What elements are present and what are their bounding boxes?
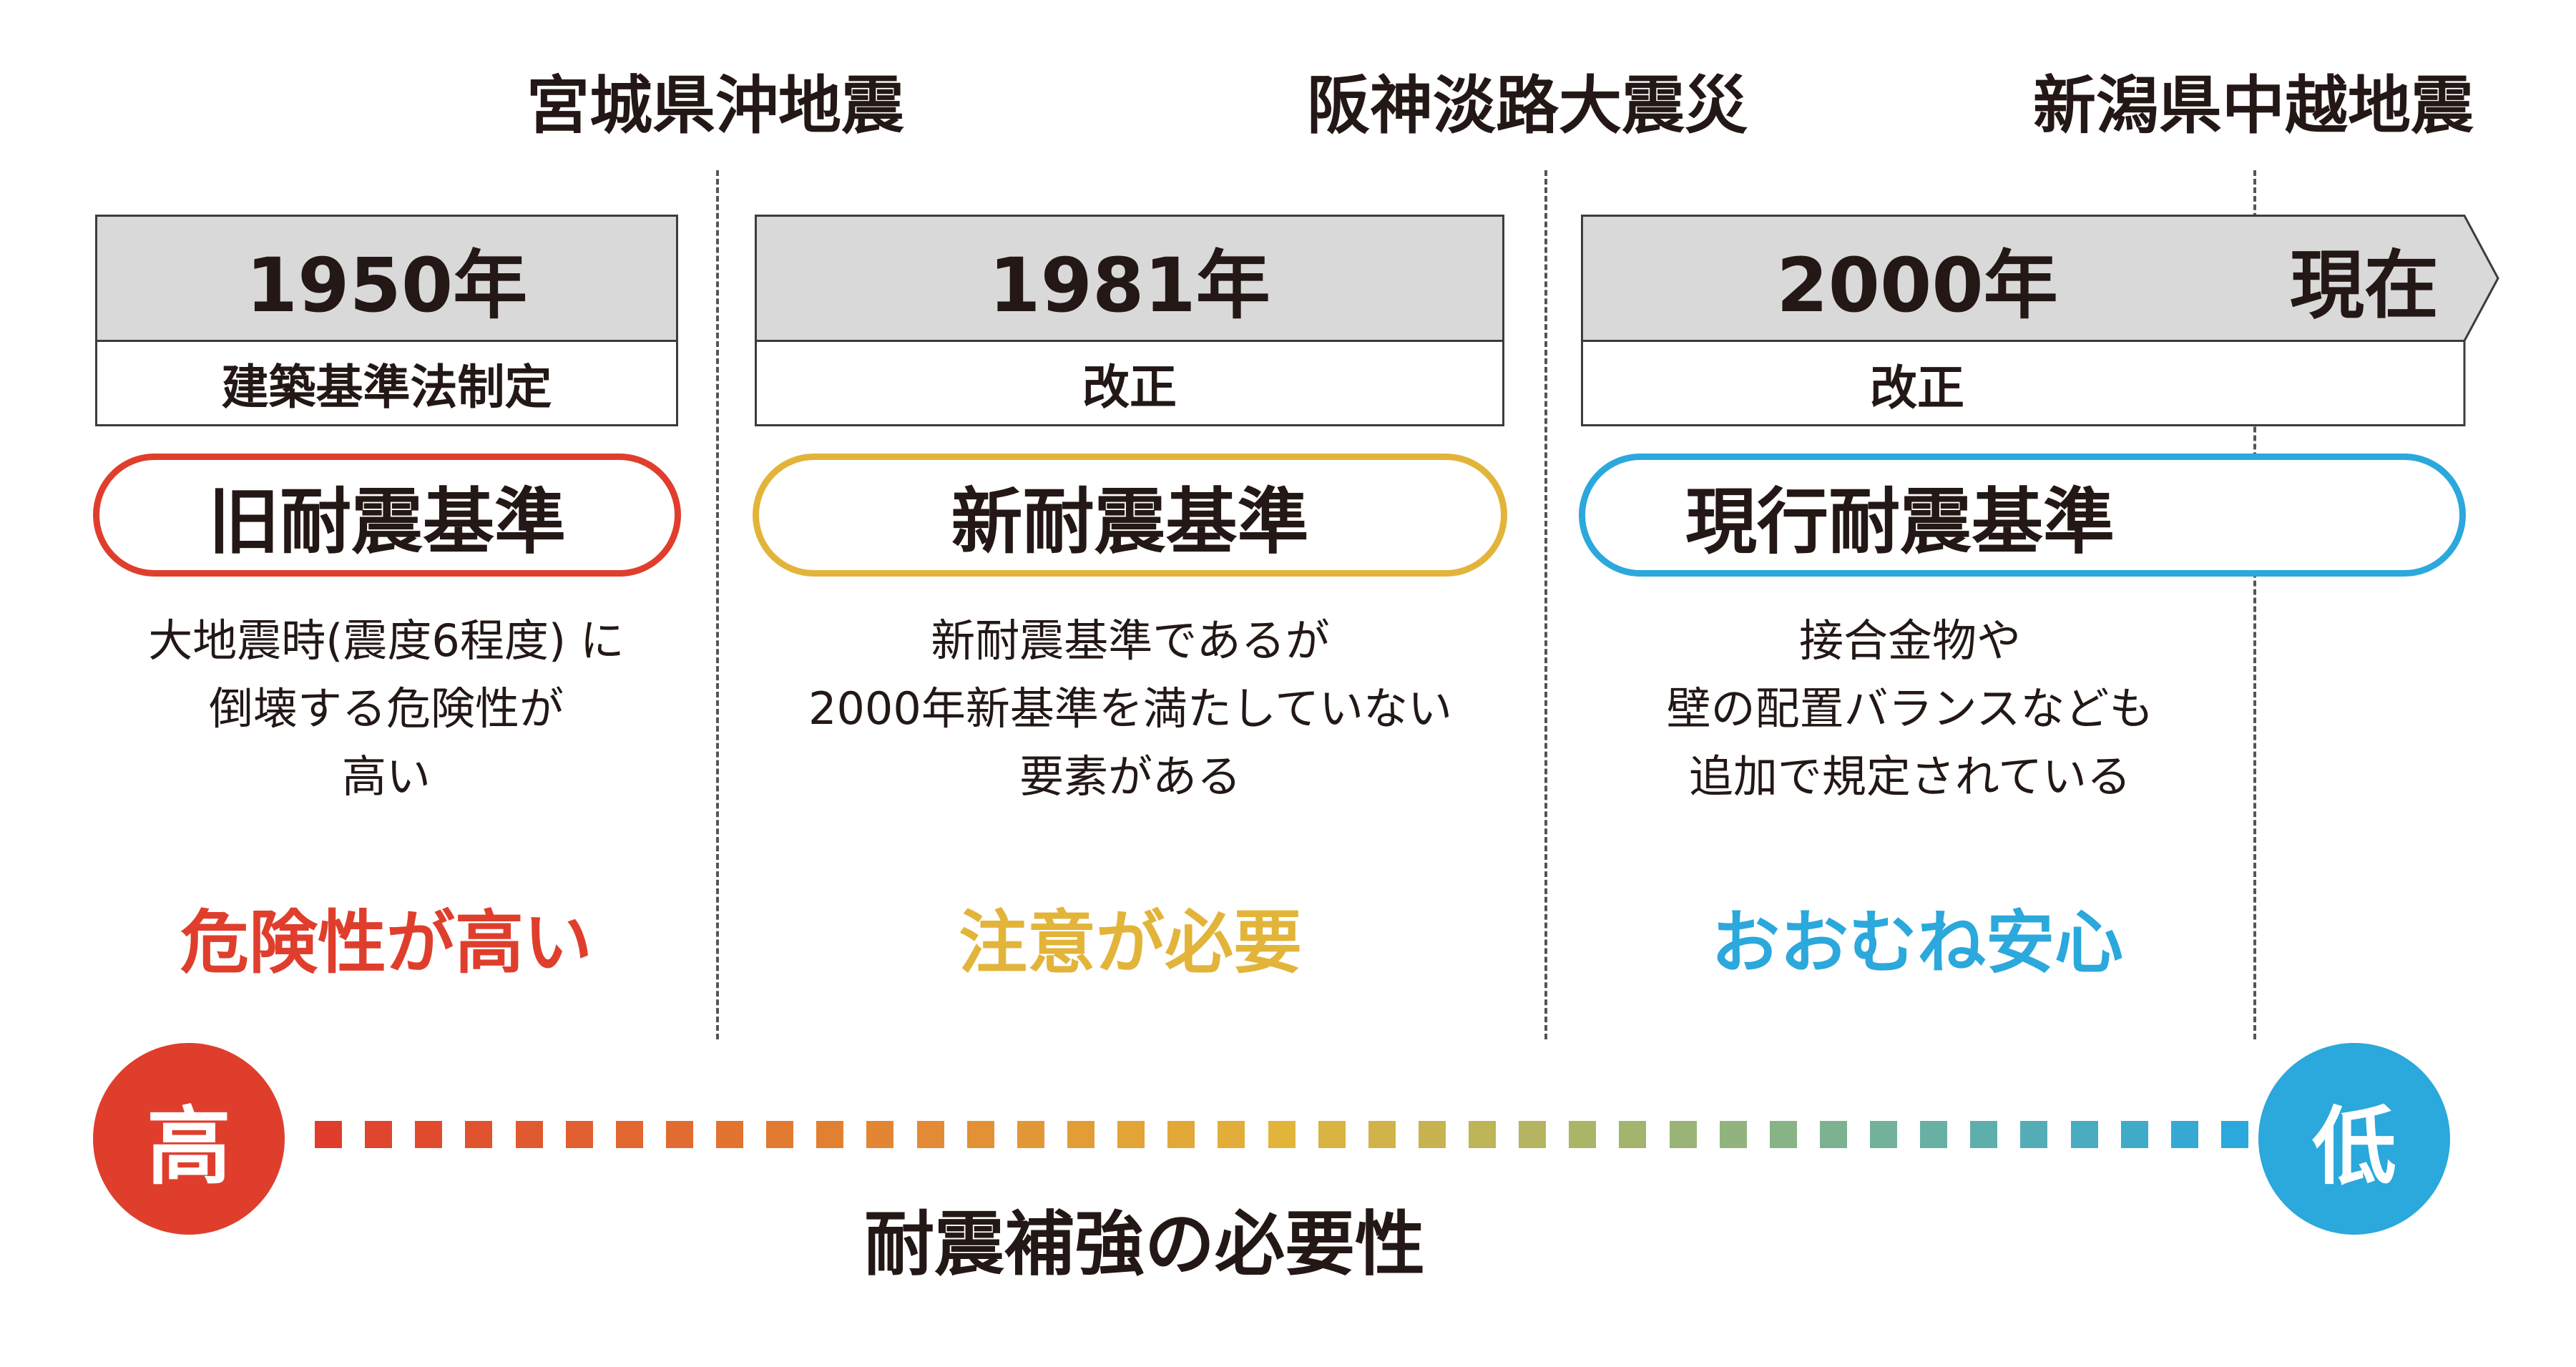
scale-dot [1569, 1121, 1597, 1148]
year-arrow-2000-present [1581, 215, 2499, 426]
description-line: 接合金物や [1798, 614, 2021, 667]
scale-dot [1418, 1121, 1446, 1148]
scale-dot [1669, 1121, 1697, 1148]
year-label: 2000年 [1776, 241, 2058, 329]
risk-label-high: 危険性が高い [180, 903, 592, 983]
standard-pill-current: 現行耐震基準 [1579, 454, 2466, 577]
year-box-1981: 1981年 [755, 215, 1504, 342]
scale-dot [1067, 1121, 1094, 1148]
scale-dot [1920, 1121, 1948, 1148]
scale-dot [966, 1121, 994, 1148]
scale-dot [1318, 1121, 1346, 1148]
scale-dot [1167, 1121, 1195, 1148]
present-label: 現在 [2289, 241, 2439, 329]
description-line: 2000年新基準を満たしていない [808, 682, 1452, 735]
scale-dot [465, 1121, 493, 1148]
description-line: 要素がある [1019, 750, 1241, 803]
scale-dot [1519, 1121, 1547, 1148]
standard-label: 新耐震基準 [951, 479, 1309, 564]
note-box-1981: 改正 [755, 342, 1504, 426]
scale-dot [415, 1121, 443, 1148]
standard-pill-old: 旧耐震基準 [93, 454, 681, 577]
scale-dot [816, 1121, 844, 1148]
scale-dot [1769, 1121, 1797, 1148]
scale-dot [916, 1121, 944, 1148]
scale-dot [1719, 1121, 1747, 1148]
standard-label: 旧耐震基準 [208, 479, 566, 564]
scale-dot [2070, 1121, 2098, 1148]
scale-dot [1819, 1121, 1847, 1148]
year-label: 1950年 [245, 241, 528, 329]
description-current: 接合金物や 壁の配置バランスなども 追加で規定されている [1574, 607, 2246, 810]
scale-dot [1017, 1121, 1044, 1148]
note-box-1950: 建築基準法制定 [95, 342, 678, 426]
description-new: 新耐震基準であるが 2000年新基準を満たしていない 要素がある [737, 607, 1524, 810]
description-line: 壁の配置バランスなども [1666, 682, 2154, 735]
year-box-1950: 1950年 [95, 215, 678, 342]
event-niigata: 新潟県中越地震 [2032, 69, 2474, 142]
scale-dot [1619, 1121, 1647, 1148]
scale-dot [1368, 1121, 1396, 1148]
low-label: 低 [2311, 1097, 2396, 1196]
scale-dot [1469, 1121, 1497, 1148]
scale-dot [2020, 1121, 2048, 1148]
description-line: 高い [341, 750, 431, 803]
event-miyagi: 宮城県沖地震 [526, 69, 904, 142]
scale-dot [1870, 1121, 1898, 1148]
description-line: 新耐震基準であるが [931, 614, 1330, 667]
note-label: 改正 [1870, 361, 1964, 416]
scale-dot [2221, 1121, 2248, 1148]
scale-dot [515, 1121, 543, 1148]
note-label: 建築基準法制定 [221, 359, 552, 415]
description-line: 倒壊する危険性が [208, 682, 564, 735]
event-hanshin: 阪神淡路大震災 [1306, 69, 1748, 142]
scale-dot [2170, 1121, 2198, 1148]
description-line: 大地震時(震度6程度) に [148, 614, 625, 667]
divider-present [2253, 170, 2256, 1039]
scale-dot [766, 1121, 794, 1148]
scale-dot [1268, 1121, 1296, 1148]
description-line: 追加で規定されている [1688, 750, 2132, 803]
scale-dot [565, 1121, 593, 1148]
scale-dot [1218, 1121, 1245, 1148]
scale-caption: 耐震補強の必要性 [863, 1204, 1425, 1285]
scale-dot [665, 1121, 693, 1148]
scale-dot [1117, 1121, 1145, 1148]
scale-dot [866, 1121, 894, 1148]
scale-dot [315, 1121, 342, 1148]
divider-1981 [716, 170, 719, 1039]
risk-label-caution: 注意が必要 [959, 903, 1302, 983]
note-label: 改正 [1082, 359, 1177, 415]
high-indicator: 高 [93, 1043, 285, 1235]
standard-label: 現行耐震基準 [1685, 479, 2115, 564]
scale-dot [365, 1121, 393, 1148]
scale-dot [2120, 1121, 2148, 1148]
scale-dot [716, 1121, 744, 1148]
description-old: 大地震時(震度6程度) に 倒壊する危険性が 高い [72, 607, 701, 810]
risk-label-safe: おおむね安心 [1711, 903, 2123, 983]
year-label: 1981年 [989, 241, 1270, 329]
scale-dot [1970, 1121, 1998, 1148]
high-label: 高 [146, 1097, 231, 1196]
scale-dot [615, 1121, 643, 1148]
divider-2000 [1544, 170, 1547, 1039]
standard-pill-new: 新耐震基準 [753, 454, 1507, 577]
low-indicator: 低 [2258, 1043, 2450, 1235]
